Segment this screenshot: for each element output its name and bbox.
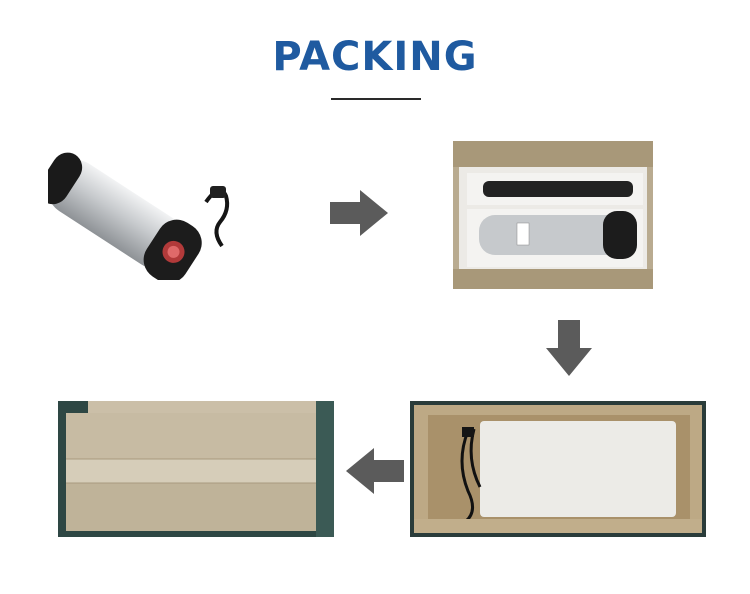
open-box-image [410,401,706,537]
foam-box-image [453,141,653,289]
sealed-box-image [58,401,334,537]
battery-image [48,120,248,280]
arrow-down-icon [544,318,594,378]
title-underline [331,98,421,100]
arrow-right-icon [328,188,390,238]
page-title: PACKING [272,34,478,80]
arrow-left-icon [344,446,406,496]
